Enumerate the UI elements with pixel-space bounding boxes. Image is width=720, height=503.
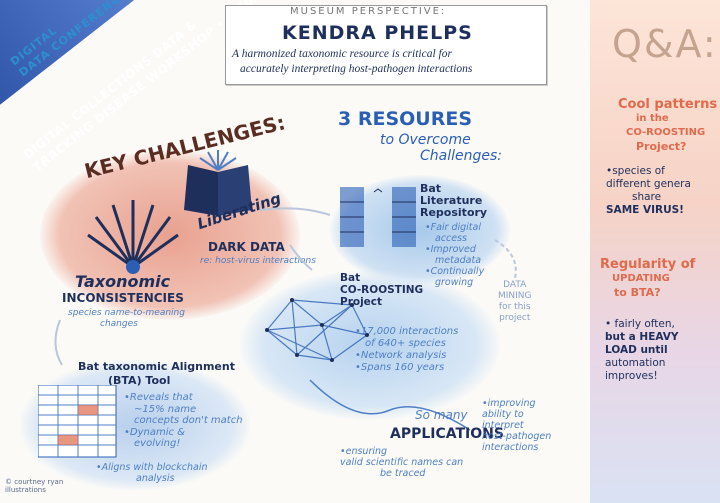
- tagline-line-2: accurately interpreting host-pathogen in…: [240, 63, 473, 75]
- qa-question-2: Regularity of UPDATING to BTA?: [600, 258, 695, 300]
- qa-answer-1: •species of different genera share SAME …: [606, 165, 691, 217]
- coroosting-title-3: Project: [340, 296, 383, 308]
- qa-answer-2: • fairly often, but a HEAVY LOAD until a…: [605, 318, 679, 383]
- bta-bullet-1: •Reveals that: [124, 392, 193, 403]
- artist-credit-1: © courtney ryan: [5, 478, 64, 486]
- resources-subheading-1: to Overcome: [380, 132, 471, 148]
- eyebrow-label: MUSEUM PERSPECTIVE:: [290, 6, 447, 17]
- repository-bullet-2: •Improved: [425, 244, 476, 255]
- speaker-card: [225, 5, 547, 85]
- taxonomic-label: Taxonomic: [75, 272, 171, 291]
- repository-bullets: •Fair digital access •Improved metadata …: [425, 222, 484, 288]
- qa-answer-1b: different genera: [606, 178, 691, 190]
- qa-answer-2d: automation: [605, 357, 666, 369]
- dark-data-note: re: host-virus interactions: [200, 256, 316, 266]
- taxonomic-fan-illustration: [87, 200, 179, 274]
- application-2d: host-pathogen: [482, 431, 552, 442]
- application-2e: interactions: [482, 442, 539, 453]
- application-2c: interpret: [482, 420, 524, 431]
- data-mining-line-3: for this: [498, 302, 531, 312]
- qa-question-2b: UPDATING: [612, 273, 670, 284]
- bta-title-2: (BTA) Tool: [108, 374, 171, 387]
- repository-bullet-2b: metadata: [435, 255, 482, 266]
- applications-heading: APPLICATIONS: [390, 426, 504, 442]
- taxonomic-note-1: species name-to-meaning: [68, 308, 185, 318]
- coroosting-bullets: •17,000 interactions of 640+ species •Ne…: [355, 326, 458, 374]
- so-many-label: So many: [415, 408, 468, 422]
- qa-question-1b: in the: [636, 113, 669, 124]
- network-illustration: [265, 298, 369, 362]
- qa-answer-2c: LOAD until: [605, 344, 668, 356]
- application-1a: •ensuring: [340, 446, 388, 457]
- data-mining-line-1: DATA: [503, 280, 527, 290]
- artist-credit-2: illustrations: [5, 486, 46, 494]
- artist-credit: © courtney ryan illustrations: [5, 478, 63, 494]
- tagline-line-1: A harmonized taxonomic resource is criti…: [232, 48, 452, 60]
- repository-bullet-3b: growing: [435, 277, 474, 288]
- qa-question-1c: CO-ROOSTING: [626, 127, 706, 138]
- qa-answer-1c: share: [632, 191, 662, 203]
- repository-title: Bat Literature Repository: [420, 183, 487, 219]
- application-1: •ensuring valid scientific names can be …: [340, 446, 463, 479]
- qa-answer-1a: •species of: [606, 165, 665, 177]
- application-2: •improving ability to interpret host-pat…: [482, 398, 551, 453]
- coroosting-bullet-3: •Spans 160 years: [355, 362, 445, 373]
- bta-bullet-3a: •Aligns with blockchain: [96, 462, 208, 473]
- repository-title-1: Bat: [420, 182, 442, 195]
- repository-bullet-1: •Fair digital: [425, 222, 481, 233]
- data-mining-line-2: MINING: [498, 291, 532, 301]
- bta-bullet-1c: concepts don't match: [134, 415, 243, 426]
- dark-data-label: DARK DATA: [208, 240, 285, 254]
- data-mining-line-4: project: [499, 313, 531, 323]
- qa-question-2c: to BTA?: [614, 286, 661, 299]
- qa-question-1: Cool patterns in the CO-ROOSTING Project…: [618, 98, 717, 154]
- resources-heading: 3 RESOURES: [338, 108, 473, 130]
- coroosting-bullet-2: •Network analysis: [355, 350, 447, 361]
- table-illustration: [38, 385, 117, 458]
- coroosting-bullet-1: •17,000 interactions: [355, 326, 459, 337]
- qa-answer-2b: but a HEAVY: [605, 331, 679, 343]
- application-2b: ability to: [482, 409, 524, 420]
- application-1c: be traced: [380, 468, 426, 479]
- bta-bullet-1b: ~15% name: [134, 403, 197, 415]
- qa-heading: Q&A:: [612, 22, 718, 66]
- bta-bullet-2: •Dynamic &: [124, 426, 185, 438]
- coroosting-title: Bat CO-ROOSTING Project: [340, 272, 423, 308]
- qa-question-1d: Project?: [636, 140, 687, 153]
- coroosting-bullet-1b: of 640+ species: [365, 338, 446, 349]
- inconsistencies-label: INCONSISTENCIES: [62, 291, 184, 305]
- qa-answer-1d: SAME VIRUS!: [606, 204, 684, 216]
- qa-answer-2a: • fairly often,: [605, 318, 675, 330]
- bta-bullet-3: •Aligns with blockchain analysis: [96, 462, 208, 484]
- coroosting-title-1: Bat: [340, 272, 361, 284]
- data-mining-note: DATA MINING for this project: [498, 280, 532, 324]
- qa-question-1a: Cool patterns: [618, 97, 718, 112]
- resources-subheading-2: Challenges:: [420, 148, 503, 164]
- speaker-name: KENDRA PHELPS: [282, 22, 473, 44]
- qa-answer-2e: improves!: [605, 370, 658, 382]
- bta-bullet-3b: analysis: [136, 473, 175, 484]
- qa-panel: [590, 0, 720, 503]
- repository-title-3: Repository: [420, 206, 488, 219]
- repository-title-2: Literature: [420, 194, 483, 207]
- library-illustration: [340, 187, 416, 247]
- taxonomic-note-2: changes: [100, 319, 138, 329]
- coroosting-wash: [240, 270, 500, 420]
- challenges-wash: [40, 150, 300, 320]
- bta-title-1: Bat taxonomic Alignment: [78, 360, 235, 373]
- bta-title: Bat taxonomic Alignment (BTA) Tool: [78, 360, 235, 388]
- book-illustration: [184, 150, 252, 216]
- bta-bullet-2b: evolving!: [134, 438, 181, 449]
- coroosting-title-2: CO-ROOSTING: [340, 284, 424, 296]
- repository-bullet-3: •Continually: [425, 266, 485, 277]
- application-2a: •improving: [482, 398, 536, 409]
- bta-bullets: •Reveals that ~15% name concepts don't m…: [124, 392, 243, 450]
- qa-question-2a: Regularity of: [600, 257, 696, 272]
- repository-bullet-1b: access: [435, 233, 468, 244]
- application-1b: valid scientific names can: [340, 457, 464, 468]
